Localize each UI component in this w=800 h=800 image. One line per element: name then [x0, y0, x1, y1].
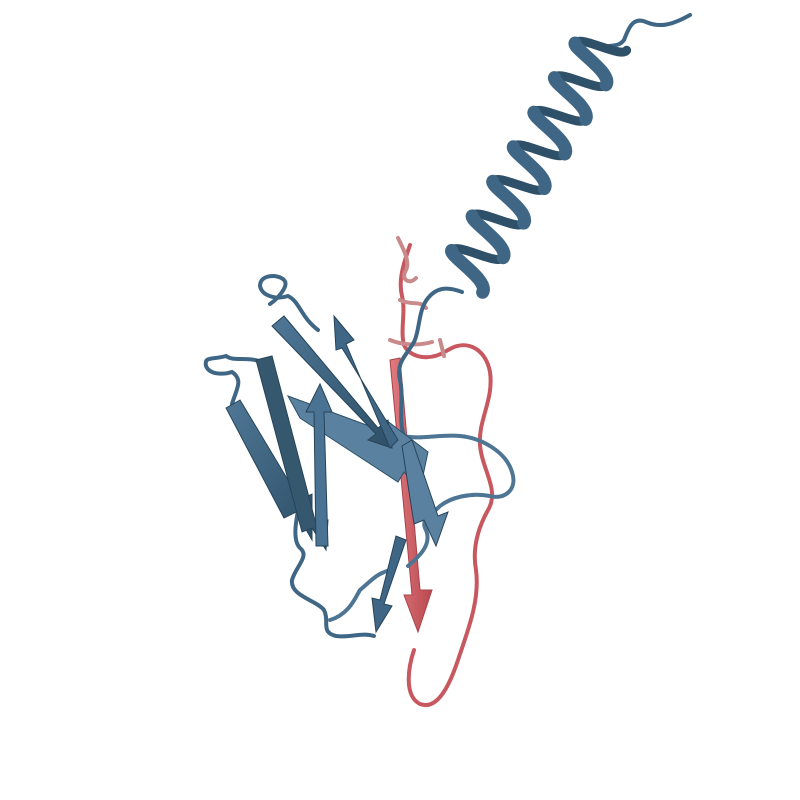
blue-loop-right	[402, 433, 516, 568]
blue-loop-n-term	[600, 13, 692, 50]
red-loop	[398, 243, 495, 708]
helix-turn-front	[568, 36, 614, 92]
blue-alpha-helix	[445, 36, 632, 299]
helix-turn-front	[445, 243, 490, 299]
blue-beta-strand-5	[333, 314, 399, 449]
helix-turn-front	[548, 71, 593, 126]
blue-loop-left	[203, 353, 264, 406]
blue-chain	[203, 13, 692, 639]
helix-turn-front	[527, 105, 573, 161]
blue-loop-top-left	[257, 274, 320, 332]
blue-beta-strand-6	[371, 535, 407, 634]
helix-turn-front	[465, 209, 511, 265]
helix-turn-front	[506, 140, 552, 196]
blue-beta-strand-7	[401, 439, 449, 548]
helix-turn-front	[486, 174, 531, 230]
blue-beta-strand-3	[305, 382, 333, 547]
red-coil-top	[388, 236, 446, 358]
blue-loop-helix-to-sheet	[397, 286, 464, 438]
blue-loop-bottom	[290, 498, 376, 639]
blue-loop-lower-right	[328, 568, 392, 622]
